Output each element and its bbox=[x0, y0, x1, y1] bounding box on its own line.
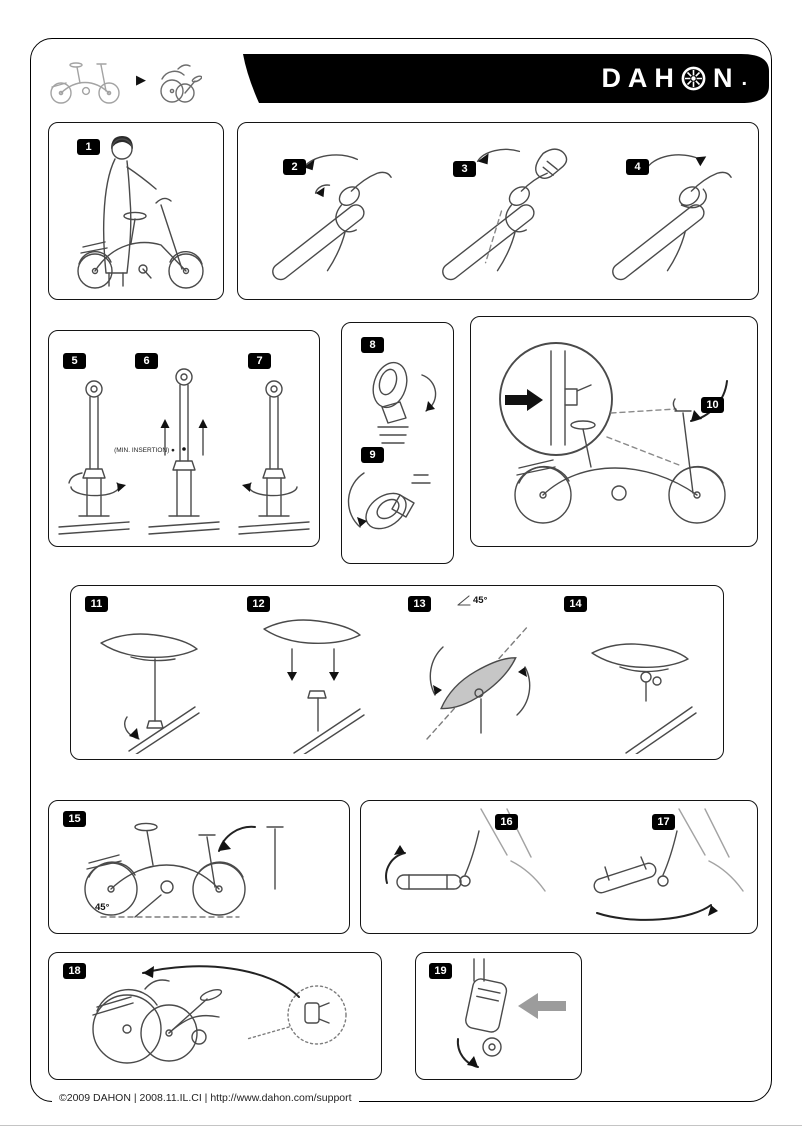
step-3-badge: 3 bbox=[453, 161, 476, 177]
folded-bike-icon bbox=[160, 64, 202, 103]
panel-steps-8-9: 8 9 bbox=[341, 322, 454, 564]
step-4-badge: 4 bbox=[626, 159, 649, 175]
saddle-angle-label: 45° bbox=[457, 594, 487, 606]
lever-open-illustration bbox=[347, 472, 431, 530]
person-with-bike-illustration bbox=[77, 136, 204, 289]
min-insertion-mark bbox=[182, 447, 186, 451]
brand-text-left: DAH bbox=[601, 63, 681, 93]
seatpost-close-illustration bbox=[238, 380, 310, 535]
rotate-arrow-icon bbox=[248, 482, 298, 497]
wheel-o-icon bbox=[681, 66, 706, 91]
step-9-badge: 9 bbox=[361, 447, 384, 463]
handlebar-unlock-illustration bbox=[272, 154, 392, 281]
magnet-detail-circle bbox=[287, 985, 347, 1045]
panel-steps-2-4: 2 3 4 bbox=[237, 122, 759, 300]
brand-logo: DAH N . bbox=[601, 54, 747, 103]
page-edge-line bbox=[0, 1125, 802, 1126]
push-arrow-icon bbox=[518, 993, 566, 1019]
step-8-badge: 8 bbox=[361, 337, 384, 353]
panel-step-19: 19 bbox=[415, 952, 582, 1080]
step-18-badge: 18 bbox=[63, 963, 86, 979]
down-arrow-icon bbox=[291, 648, 335, 674]
curved-arrow-icon bbox=[302, 154, 359, 168]
pedal-fold-illustration bbox=[593, 808, 744, 921]
panel-step-10: 10 bbox=[470, 316, 758, 547]
step-1-badge: 1 bbox=[77, 139, 100, 155]
angle-icon bbox=[457, 595, 471, 606]
step-14-badge: 14 bbox=[564, 596, 587, 612]
footer-copyright: ©2009 DAHON | 2008.11.IL.CI | http://www… bbox=[52, 1092, 359, 1104]
folded-bike-illustration bbox=[92, 965, 347, 1064]
panel-step-1: 1 bbox=[48, 122, 224, 300]
folded-frame-bike bbox=[514, 398, 726, 524]
saddle-unlock-illustration bbox=[100, 633, 200, 754]
step-2-badge: 2 bbox=[283, 159, 306, 175]
magnifier-circle bbox=[499, 342, 613, 456]
handlebar-lock-illustration bbox=[612, 154, 732, 281]
step-17-badge: 17 bbox=[652, 814, 675, 830]
seatpost-raise-illustration bbox=[148, 368, 220, 535]
brand-banner: DAH N . bbox=[229, 54, 769, 103]
step-11-badge: 11 bbox=[85, 596, 108, 612]
step-19-badge: 19 bbox=[429, 963, 452, 979]
step-6-badge: 6 bbox=[135, 353, 158, 369]
rotate-arrow-icon bbox=[70, 482, 120, 497]
fold-angle-label: 45° bbox=[95, 902, 110, 913]
step-10-badge: 10 bbox=[701, 397, 724, 413]
curved-arrow-icon bbox=[644, 154, 697, 172]
brand-text-right: N bbox=[712, 63, 740, 93]
step-16-badge: 16 bbox=[495, 814, 518, 830]
lever-close-illustration bbox=[372, 361, 437, 444]
push-arrow-icon bbox=[505, 389, 543, 411]
header-fold-sequence: ▶ bbox=[46, 52, 226, 106]
saddle-insert-illustration bbox=[263, 619, 365, 754]
handlebar-fold-illustration bbox=[442, 148, 568, 281]
saddle-set-illustration bbox=[591, 643, 697, 754]
pedal-unfold-illustration bbox=[385, 808, 546, 892]
panel-steps-16-17: 16 17 bbox=[360, 800, 758, 934]
step-13-badge: 13 bbox=[408, 596, 431, 612]
curved-arrow-icon bbox=[516, 666, 531, 716]
frame-latch-detail-illustration bbox=[499, 342, 728, 524]
step-7-badge: 7 bbox=[248, 353, 271, 369]
page-border bbox=[30, 38, 772, 1102]
curved-arrow-icon bbox=[347, 472, 365, 528]
seatpost-open-illustration bbox=[58, 380, 130, 535]
panel-steps-11-14: 11 12 13 14 45° bbox=[70, 585, 724, 760]
hand-icon bbox=[535, 148, 568, 179]
brand-period: . bbox=[741, 67, 747, 90]
frame-fold-illustration bbox=[84, 822, 284, 918]
curved-arrow-icon bbox=[429, 646, 444, 696]
curved-arrow-icon bbox=[596, 904, 712, 921]
saddle-angle-illustration bbox=[426, 624, 531, 740]
panel-steps-5-7: 5 6 7 (MIN. INSERTION) ● bbox=[48, 330, 320, 547]
banner-shape bbox=[243, 54, 769, 103]
min-insertion-label: (MIN. INSERTION) ● bbox=[114, 447, 175, 454]
tensioner-illustration bbox=[456, 958, 566, 1068]
step-15-badge: 15 bbox=[63, 811, 86, 827]
panel-step-15: 15 45° bbox=[48, 800, 350, 934]
curved-arrow-icon bbox=[476, 148, 521, 163]
unfolded-bike-icon bbox=[50, 62, 120, 104]
step-12-badge: 12 bbox=[247, 596, 270, 612]
step-5-badge: 5 bbox=[63, 353, 86, 369]
fold-arrow-icon bbox=[142, 965, 300, 998]
panel-step-18: 18 bbox=[48, 952, 382, 1080]
next-arrow-icon: ▶ bbox=[136, 71, 146, 87]
curved-arrow-icon bbox=[385, 852, 406, 884]
